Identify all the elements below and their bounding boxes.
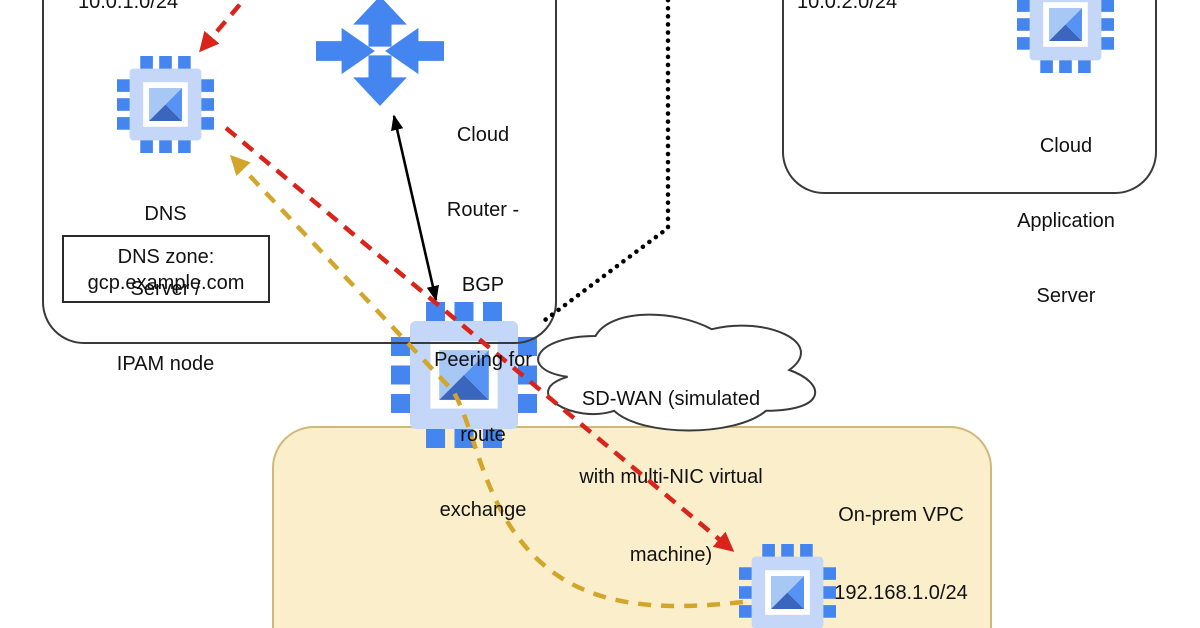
- dns-zone-line2: gcp.example.com: [87, 272, 245, 294]
- vpc2-subnet-label: 10.0.2.0/24: [797, 0, 898, 13]
- cloud-app-server-label: Cloud Application Server: [1017, 135, 1115, 307]
- vpc1-subnet-label: 10.0.1.0/24: [78, 0, 179, 13]
- dns-zone-line1: DNS zone:: [117, 246, 215, 268]
- sdwan-dotted-link: [542, 0, 671, 323]
- onprem-vpc-name: On-prem VPC: [838, 504, 964, 526]
- onprem-vpc-label: On-prem VPC 192.168.1.0/24: [800, 450, 1002, 628]
- cloud-router-label: Cloud Router - BGP Peering for route exc…: [434, 124, 532, 521]
- vpc2-container: [782, 0, 1157, 194]
- dns-server-label: DNS Server / IPAM node: [116, 203, 215, 375]
- sdwan-callout-label: SD-WAN (simulated with multi-NIC virtual…: [579, 388, 763, 566]
- onprem-vpc-subnet: 192.168.1.0/24: [834, 582, 968, 604]
